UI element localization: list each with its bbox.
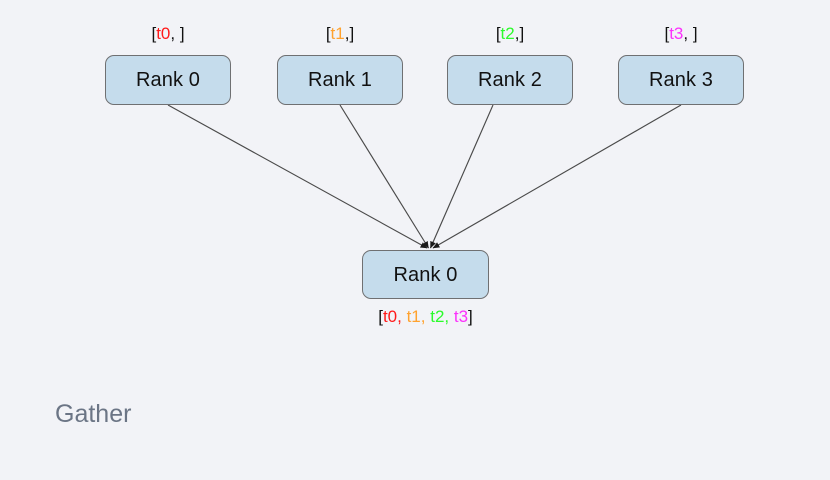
edge-rank-3-to-dest — [432, 104, 682, 249]
edge-rank-2-to-dest — [429, 104, 494, 249]
token-t0: t0 — [156, 24, 171, 43]
bracket-close: ,] — [514, 24, 525, 43]
bracket-close: ,] — [344, 24, 355, 43]
separator: , — [444, 307, 454, 326]
node-rank-1[interactable]: Rank 1 — [277, 55, 403, 105]
token-t3: t3 — [669, 24, 684, 43]
node-rank-0[interactable]: Rank 0 — [105, 55, 231, 105]
edge-rank-0-to-dest — [167, 104, 428, 249]
bracket-close: , ] — [170, 24, 185, 43]
token-t2: t2 — [500, 24, 515, 43]
tensor-label-rank-1: [t1,] — [277, 25, 403, 42]
edge-rank-1-to-dest — [339, 104, 429, 249]
bracket-open: [ — [325, 24, 331, 43]
tensor-label-rank-2: [t2,] — [447, 25, 573, 42]
node-label: Rank 3 — [649, 69, 713, 91]
separator: , — [420, 307, 431, 326]
token-t1: t1 — [330, 24, 345, 43]
bracket-close: ] — [468, 307, 473, 326]
tensor-label-rank-0: [t0, ] — [105, 25, 231, 42]
separator: , — [397, 307, 407, 326]
token-t1: t1 — [406, 307, 421, 326]
bracket-open: [ — [378, 307, 383, 326]
bracket-open: [ — [664, 24, 670, 43]
node-label: Rank 0 — [136, 69, 200, 91]
node-label: Rank 0 — [393, 263, 458, 286]
node-rank-0-destination[interactable]: Rank 0 — [362, 250, 489, 299]
node-label: Rank 1 — [308, 69, 372, 91]
token-t0: t0 — [382, 307, 398, 326]
bracket-open: [ — [495, 24, 501, 43]
token-t3: t3 — [453, 307, 469, 326]
token-t2: t2 — [430, 307, 445, 326]
diagram-caption: Gather — [55, 400, 132, 428]
bracket-close: , ] — [683, 24, 698, 43]
node-label: Rank 2 — [478, 69, 542, 91]
tensor-label-rank-3: [t3, ] — [618, 25, 744, 42]
tensor-label-gathered: [t0, t1, t2, t3] — [362, 308, 489, 325]
bracket-open: [ — [151, 24, 157, 43]
node-rank-3[interactable]: Rank 3 — [618, 55, 744, 105]
node-rank-2[interactable]: Rank 2 — [447, 55, 573, 105]
